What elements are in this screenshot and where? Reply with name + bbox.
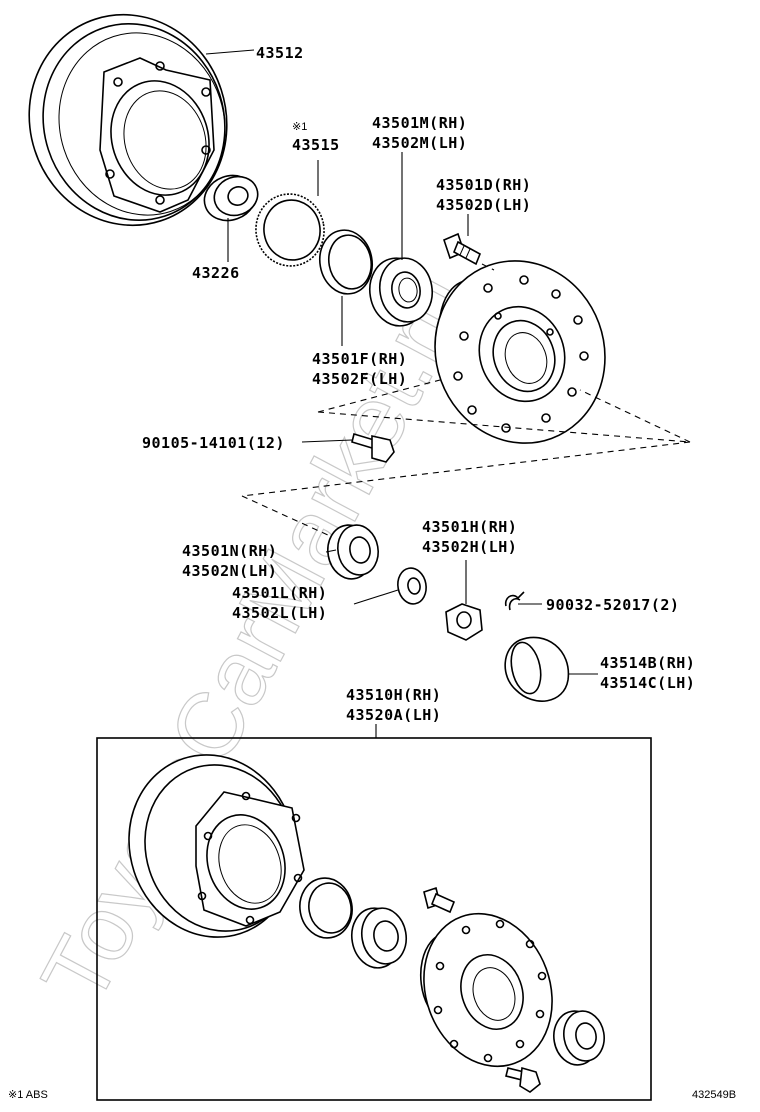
axle-hub[interactable] (410, 237, 631, 467)
assembly-frame-43510H[interactable] (96, 737, 652, 1101)
label-90105: 90105-14101(12) (142, 434, 285, 452)
figure-id: 432549B (692, 1089, 736, 1101)
label-43502F: 43502F(LH) (312, 370, 407, 388)
label-43512: 43512 (256, 44, 304, 62)
label-43510H: 43510H(RH) (346, 686, 441, 704)
oil-seal-43226[interactable] (198, 168, 263, 227)
bearing-assembly-outer[interactable] (550, 1008, 608, 1069)
label-43501H: 43501H(RH) (422, 518, 517, 536)
label-43502L: 43502L(LH) (232, 604, 327, 622)
bolt-90105[interactable] (351, 432, 395, 463)
brake-rotor-43512[interactable] (2, 0, 254, 251)
hub-cap-43514B[interactable] (504, 636, 570, 702)
footnote-abs: ※1 ABS (8, 1089, 48, 1101)
label-43514B: 43514B(RH) (600, 654, 695, 672)
abs-ring-assembly[interactable] (295, 874, 357, 942)
brake-rotor-assembly[interactable] (106, 733, 319, 959)
label-43226: 43226 (192, 264, 240, 282)
bearing-assembly-inner[interactable] (347, 904, 410, 971)
label-43501D: 43501D(RH) (436, 176, 531, 194)
hub-bolt-assembly[interactable] (423, 886, 456, 914)
castle-nut-43501H[interactable] (445, 603, 483, 641)
hub-bolt-43501D[interactable] (443, 232, 482, 266)
cotter-pin-90032[interactable] (504, 591, 525, 611)
label-43502N: 43502N(LH) (182, 562, 277, 580)
bearing-43501N[interactable] (324, 522, 382, 583)
leader-lines (205, 49, 598, 738)
label-mark1: ※1 (292, 121, 307, 133)
label-43501F: 43501F(RH) (312, 350, 407, 368)
label-43502M: 43502M(LH) (372, 134, 467, 152)
label-43501L: 43501L(RH) (232, 584, 327, 602)
label-90032: 90032-52017(2) (546, 596, 679, 614)
bolt-assembly-bottom[interactable] (505, 1066, 541, 1093)
label-43520A: 43520A(LH) (346, 706, 441, 724)
bearing-43501M[interactable] (365, 254, 438, 331)
washer-43501L[interactable] (395, 566, 429, 606)
bearing-cup-43501F[interactable] (315, 226, 377, 298)
phantom-lines (241, 263, 691, 537)
label-43502H: 43502H(LH) (422, 538, 517, 556)
label-43514C: 43514C(LH) (600, 674, 695, 692)
axle-hub-assembly[interactable] (403, 895, 573, 1084)
label-43501M: 43501M(RH) (372, 114, 467, 132)
label-43501N: 43501N(RH) (182, 542, 277, 560)
label-43502D: 43502D(LH) (436, 196, 531, 214)
abs-rotor-ring-43515[interactable] (250, 189, 329, 272)
label-43515: 43515 (292, 136, 340, 154)
